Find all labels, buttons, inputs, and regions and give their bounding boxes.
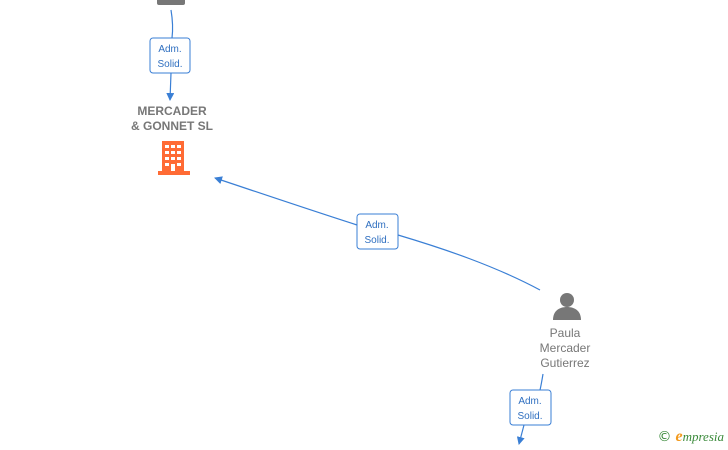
person-icon[interactable] bbox=[157, 0, 185, 5]
edge-paula-to-company[interactable]: Adm. Solid. bbox=[214, 176, 541, 291]
brand-name: mpresia bbox=[682, 429, 724, 444]
person-surname-2: Gutierrez bbox=[540, 356, 590, 370]
person-node-label[interactable]: Paula Mercader Gutierrez bbox=[515, 326, 615, 371]
edge-top-person-to-company[interactable]: Adm. Solid. bbox=[149, 9, 191, 101]
edge-label-line2: Solid. bbox=[517, 411, 542, 422]
company-name-line2: & GONNET SL bbox=[130, 119, 213, 133]
person-first-name: Paula bbox=[549, 326, 581, 340]
building-icon[interactable] bbox=[158, 141, 190, 175]
person-icon[interactable] bbox=[553, 293, 581, 320]
company-name-line1: MERCADER bbox=[137, 104, 207, 118]
edge-label-line1: Adm. bbox=[365, 220, 388, 231]
edge-paula-to-below[interactable]: Adm. Solid. bbox=[509, 373, 552, 445]
company-node-label[interactable]: MERCADER & GONNET SL bbox=[112, 104, 232, 134]
edge-label-line1: Adm. bbox=[158, 44, 181, 55]
edge-label-line2: Solid. bbox=[157, 59, 182, 70]
edge-label-line2: Solid. bbox=[364, 235, 389, 246]
brand-initial: e bbox=[675, 428, 683, 445]
copyright-icon: © bbox=[657, 429, 672, 445]
person-surname-1: Mercader bbox=[539, 341, 591, 355]
edge-label-line1: Adm. bbox=[518, 396, 541, 407]
